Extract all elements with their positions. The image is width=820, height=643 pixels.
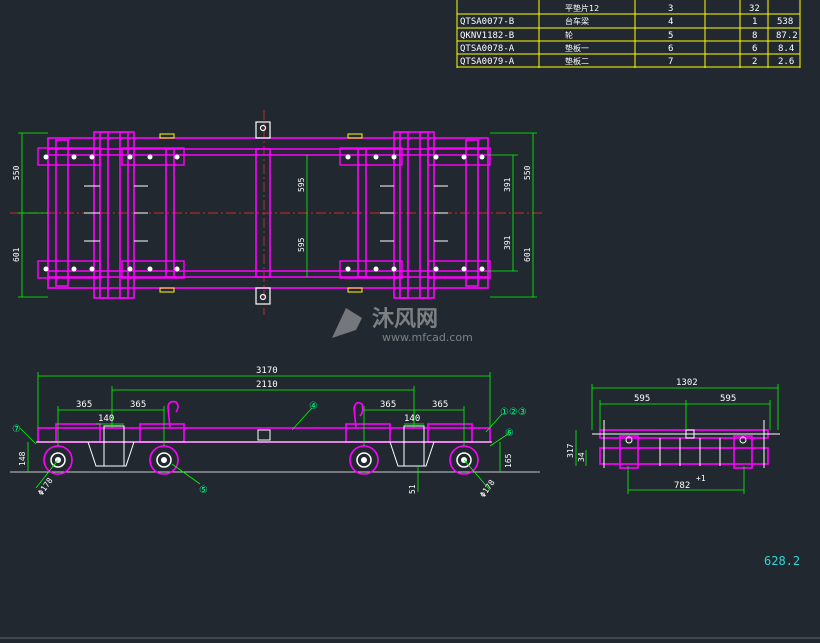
dim-wheel-right: Φ178: [478, 478, 497, 499]
watermark-cn: 沐风网: [372, 307, 438, 332]
bom-seq: 7: [668, 57, 673, 67]
dim-right-inner-upper: 391: [503, 177, 512, 192]
bom-qty: 8: [752, 31, 757, 41]
wheels: [43, 445, 479, 475]
top-dim-lines: [18, 132, 537, 298]
bom-table: 平垫片12 3 32 QTSA0077-B 台车梁 4 1 538 QKNV11…: [456, 0, 801, 68]
end-dim-lines: [575, 384, 779, 494]
dim-right-small: 140: [404, 414, 420, 424]
bom-seq: 3: [668, 4, 673, 14]
dim-bottom: 51: [408, 484, 417, 494]
bom-weight: 2.6: [778, 57, 794, 67]
bom-qty: 32: [749, 4, 760, 14]
bom-row: QTSA0078-A 垫板一 6 6 8.4: [460, 43, 794, 54]
bom-weight: 87.2: [776, 31, 798, 41]
dim-inner: 2110: [256, 380, 278, 390]
dim-center-upper: 595: [297, 177, 306, 192]
total-weight: 628.2: [764, 554, 800, 568]
lifting-hooks: [167, 400, 364, 429]
dim-overall: 3170: [256, 366, 278, 376]
dim-end-left: 595: [634, 394, 650, 404]
side-beam: [37, 423, 491, 443]
bom-code: QTSA0079-A: [460, 57, 515, 67]
dim-right-lower: 601: [523, 247, 532, 262]
end-view: 1302 595 595 782 +1 317 34: [566, 378, 780, 494]
studs: [84, 185, 448, 242]
dim-height-right: 165: [504, 453, 513, 468]
bom-name: 垫板二: [565, 56, 589, 66]
dim-left-span2: 365: [130, 400, 146, 410]
bom-row: QTSA0077-B 台车梁 4 1 538: [460, 16, 793, 27]
dim-end-height2: 34: [577, 452, 586, 462]
balloon-6: ⑥: [505, 428, 514, 439]
balloon-1-2-3: ①②③: [500, 407, 527, 418]
bom-code: QTSA0077-B: [460, 17, 514, 27]
dim-left-span: 365: [76, 400, 92, 410]
balloon-5: ⑤: [199, 485, 208, 496]
dim-end-height: 317: [566, 443, 575, 458]
bom-name: 轮: [565, 30, 573, 40]
bom-code: QTSA0078-A: [460, 44, 515, 54]
side-view: 3170 2110 365 365 140 365 365 140 148 16…: [10, 366, 540, 499]
balloon-leaders: [19, 407, 509, 485]
end-frame: [599, 429, 769, 469]
side-details: [36, 425, 492, 467]
bom-code: QKNV1182-B: [460, 31, 514, 41]
dim-left-lower: 601: [12, 247, 21, 262]
watermark-logo-icon: [332, 308, 362, 338]
balloon-7: ⑦: [12, 424, 21, 435]
end-details: [592, 420, 780, 468]
side-dim-lines: [27, 372, 501, 492]
bom-name: 台车梁: [565, 16, 589, 26]
dim-right-span: 365: [380, 400, 396, 410]
dim-center-lower: 595: [297, 237, 306, 252]
watermark: 沐风网 www.mfcad.com: [332, 307, 473, 344]
frame-outline: [47, 131, 489, 299]
center-lines: [10, 110, 545, 315]
wheel-plates: [37, 147, 491, 279]
bom-name: 平垫片12: [565, 3, 599, 13]
bolts: [43, 154, 485, 272]
dim-height-left: 148: [18, 451, 27, 466]
dim-wheel-left: Φ178: [36, 476, 55, 497]
dim-end-bottom: 782: [674, 481, 690, 491]
dim-end-overall: 1302: [676, 378, 698, 388]
tow-lugs: [255, 121, 271, 305]
bom-qty: 6: [752, 44, 757, 54]
watermark-en: www.mfcad.com: [382, 331, 473, 344]
wheel: [349, 445, 379, 475]
side-guides: [159, 133, 363, 293]
bom-row: 平垫片12 3 32: [565, 3, 760, 14]
bom-name: 垫板一: [565, 43, 589, 53]
dim-left-upper: 550: [12, 165, 21, 180]
bom-row: QKNV1182-B 轮 5 8 87.2: [460, 30, 798, 41]
bom-row: QTSA0079-A 垫板二 7 2 2.6: [460, 56, 794, 67]
balloon-4: ④: [309, 401, 318, 412]
dim-left-small: 140: [98, 414, 114, 424]
dim-right-span2: 365: [432, 400, 448, 410]
dim-end-bottom-sup: +1: [696, 474, 706, 483]
bom-weight: 8.4: [778, 44, 794, 54]
dim-right-inner-lower: 391: [503, 235, 512, 250]
bom-qty: 1: [752, 17, 757, 27]
bom-qty: 2: [752, 57, 757, 67]
top-view: 550 601 595 595 391 391 550 601: [10, 110, 545, 315]
dim-end-right: 595: [720, 394, 736, 404]
bom-seq: 4: [668, 17, 673, 27]
bom-weight: 538: [777, 17, 793, 27]
wheel: [149, 445, 179, 475]
bom-seq: 5: [668, 31, 673, 41]
dim-right-upper: 550: [523, 165, 532, 180]
bom-seq: 6: [668, 44, 673, 54]
